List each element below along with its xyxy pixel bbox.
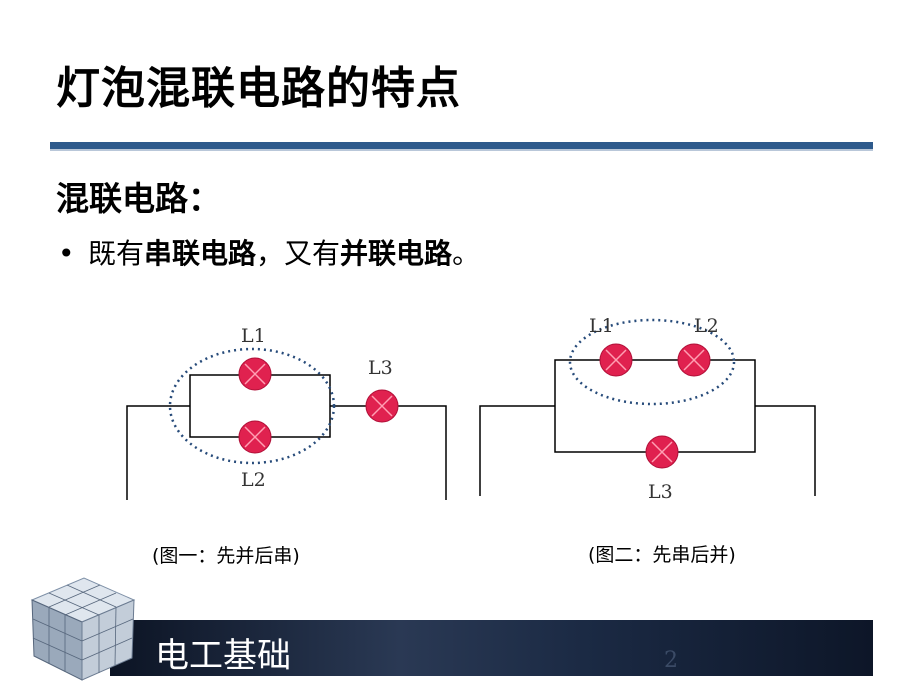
subheading: 混联电路： — [56, 179, 221, 218]
figure-1-label-l3: L3 — [368, 357, 393, 379]
bullet-prefix: 既有 — [88, 237, 145, 270]
title-rule-shadow — [50, 149, 873, 151]
figure-2-label-l3: L3 — [648, 481, 673, 503]
slide-title: 灯泡混联电路的特点 — [56, 63, 461, 114]
figure-2-lamp-l1 — [599, 343, 633, 377]
figure-1-parallel-group — [168, 347, 336, 465]
figure-2-lamp-l2 — [677, 343, 711, 377]
bullet-term-series: 串联电路 — [144, 237, 257, 270]
figure-1-lamp-l1 — [238, 357, 272, 391]
figure-1-lamp-l2 — [238, 420, 272, 454]
figure-1-label-l2: L2 — [241, 469, 266, 491]
figure-1-lamp-l3 — [365, 389, 399, 423]
page-number: 2 — [664, 648, 678, 673]
figure-1-caption: (图一：先并后串) — [152, 545, 300, 567]
figure-1-circuit — [126, 374, 447, 500]
footer-banner — [110, 620, 873, 676]
bullet-suffix: 。 — [452, 237, 481, 270]
bullet-point: • 既有串联电路，又有并联电路。 — [58, 232, 480, 272]
footer-label: 电工基础 — [155, 636, 291, 676]
figure-2-lamp-l3 — [645, 435, 679, 469]
bullet-middle: ，又有 — [256, 237, 341, 270]
figure-2-series-group — [568, 318, 736, 406]
figure-1-label-l1: L1 — [241, 325, 266, 347]
figure-2-caption: (图二：先串后并) — [588, 544, 736, 566]
figure-2-label-l1: L1 — [589, 315, 614, 337]
figure-2-circuit — [479, 359, 816, 496]
bullet-term-parallel: 并联电路 — [340, 237, 453, 270]
title-rule — [50, 142, 873, 149]
cube-logo-icon — [30, 577, 136, 681]
figure-2-label-l2: L2 — [694, 315, 719, 337]
circuit-diagrams: L1 L2 L3 L1 L2 L3 — [126, 315, 816, 503]
bullet-dot: • — [58, 237, 75, 270]
